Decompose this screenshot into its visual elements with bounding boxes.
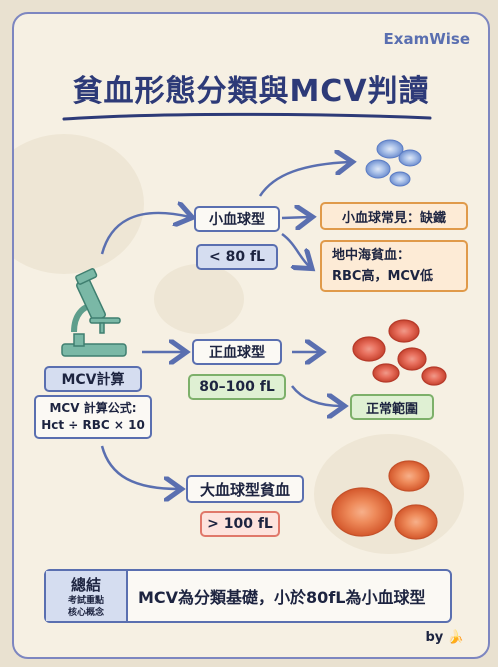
- macrocytic-range: > 100 fL: [200, 511, 280, 537]
- arrow-to-micro-cells: [258, 162, 350, 197]
- arrow-to-macro: [100, 445, 179, 489]
- byline: by 🍌: [426, 630, 465, 645]
- paper-stain: [154, 264, 244, 334]
- page-title: 貧血形態分類與MCV判讀: [72, 74, 430, 109]
- mcv-formula-box: MCV 計算公式: Hct ÷ RBC × 10: [34, 395, 152, 439]
- summary-text: MCV為分類基礎，小於80fL為小血球型: [138, 588, 426, 607]
- macrocyte-cells-icon: [331, 460, 438, 540]
- formula-line-2: Hct ÷ RBC × 10: [41, 418, 145, 432]
- summary-sub-1: 考試重點: [67, 595, 104, 606]
- microcytic-label: 小血球型: [194, 206, 280, 232]
- banana-icon: 🍌: [447, 630, 464, 645]
- title-underline: [62, 112, 432, 121]
- arrow-to-iron-note: [281, 217, 310, 218]
- summary-sub-2: 核心概念: [67, 607, 104, 618]
- formula-line-1: MCV 計算公式:: [49, 401, 137, 415]
- brand-logo: ExamWise: [383, 30, 470, 48]
- summary-label: 總結: [70, 575, 101, 594]
- microcytic-range: < 80 fL: [196, 244, 278, 270]
- summary-tag: 總結 考試重點 核心概念: [46, 571, 128, 621]
- normocytic-range: 80–100 fL: [188, 374, 286, 400]
- iron-deficiency-note: 小血球常見：缺鐵: [320, 202, 468, 230]
- normocytic-label: 正血球型: [192, 339, 282, 365]
- thalassemia-line-1: 地中海貧血：: [332, 248, 411, 263]
- normocyte-cells-icon: [352, 319, 447, 386]
- microcyte-cells-icon: [365, 139, 422, 187]
- arrow-to-micro: [100, 213, 190, 255]
- summary-box: 總結 考試重點 核心概念 MCV為分類基礎，小於80fL為小血球型: [44, 569, 452, 623]
- normal-range-note: 正常範圍: [350, 394, 434, 420]
- paper-stain: [314, 434, 464, 554]
- byline-text: by: [425, 630, 444, 645]
- arrow-to-normal-note: [291, 385, 342, 406]
- macrocytic-label: 大血球型貧血: [186, 475, 304, 503]
- paper-stain: [14, 134, 144, 274]
- diagram-art: [61, 139, 463, 540]
- microscope-icon: [61, 268, 127, 357]
- infographic-card: ExamWise 貧血形態分類與MCV判讀: [12, 12, 490, 659]
- thalassemia-note: 地中海貧血： RBC高，MCV低: [320, 240, 468, 292]
- thalassemia-line-2: RBC高，MCV低: [332, 269, 433, 284]
- mcv-calc-label: MCV計算: [44, 366, 142, 392]
- arrow-to-thal-note: [281, 232, 310, 267]
